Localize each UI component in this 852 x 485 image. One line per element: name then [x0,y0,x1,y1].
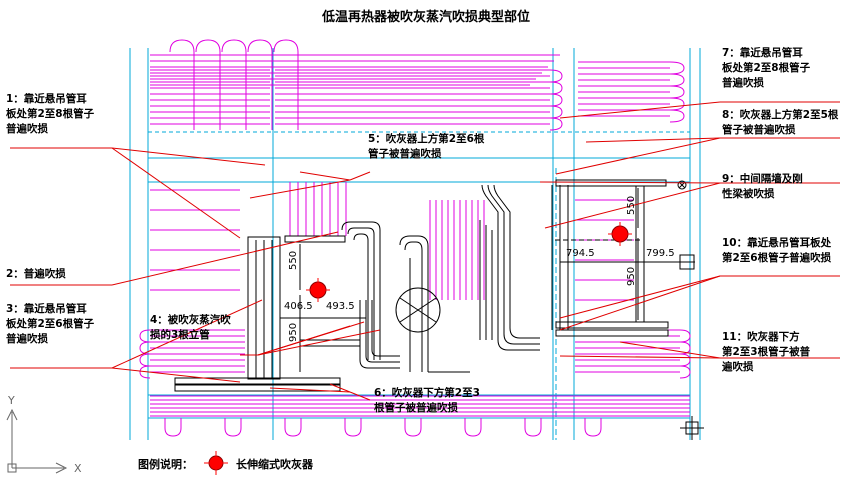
tube-loop [549,81,563,95]
tube-bank [139,39,691,437]
tube-loop [679,329,691,343]
tube-loop [679,365,691,379]
tube-loop [669,73,685,87]
tube-loop [549,117,563,131]
dim-right-550: 550 [626,196,637,215]
note-3: 3：靠近悬吊管耳板处第2至6根管子普遍吹损 [6,303,95,345]
tube-loop [524,418,542,437]
legend-label: 长伸缩式吹灰器 [236,458,313,471]
dim-left-493: 493.5 [326,301,355,312]
tube-loop [584,418,602,437]
tube-loop [195,39,221,130]
grid-lines [129,48,701,440]
tube-loop [139,365,151,379]
tube-loop [273,39,299,130]
tube-loop [679,353,691,367]
note-1: 1：靠近悬吊管耳板处第2至8根管子普遍吹损 [6,93,95,135]
axis-y-label: Y [7,394,15,407]
tube-loop [549,69,563,83]
tube-loop [247,39,273,130]
dim-right-950: 950 [626,267,637,286]
dim-right-794: 794.5 [566,248,595,259]
dim-right-799: 799.5 [646,248,675,259]
tube-loop [344,418,362,437]
page-title: 低温再热器被吹灰蒸汽吹损典型部位 [321,10,530,25]
tube-loop [549,93,563,107]
dim-left-550: 550 [288,251,299,270]
dim-left-406: 406.5 [284,301,313,312]
tube-loop [549,105,563,119]
note-7: 7：靠近悬吊管耳板处第2至8根管子普遍吹损 [722,47,811,89]
tube-loop [284,418,302,437]
note-8: 8：吹灰器上方第2至5根管子被普遍吹损 [722,109,839,136]
tube-loop [464,418,482,437]
tube-loop [679,341,691,355]
tube-loop [164,418,182,437]
dim-left-950: 950 [288,323,299,342]
tube-loop [669,85,685,99]
tube-loop [404,418,422,437]
tube-loop [669,61,685,75]
tube-loop [139,353,151,367]
note-10: 10：靠近悬吊管耳板处第2至6根管子普遍吹损 [722,237,832,264]
tube-loop [139,329,151,343]
tube-loop [221,39,247,130]
ucs-axis-icon [6,408,68,474]
tube-loop [669,97,685,111]
note-4: 4：被吹灰蒸汽吹损的3根立管 [150,314,231,341]
axis-x-label: X [74,462,82,475]
note-11: 11：吹灰器下方第2至3根管子被普遍吹损 [722,331,811,373]
legend-prefix: 图例说明： [138,458,193,471]
tube-loop [169,39,195,130]
note-5: 5：吹灰器上方第2至6根管子被普遍吹损 [368,133,485,160]
legend-blower-icon [204,451,228,475]
note-2: 2：普遍吹损 [6,268,66,280]
note-9: 9：中间隔墙及刚性梁被吹损 [722,173,803,200]
tube-loop [669,109,685,123]
soot-blowers [306,222,632,302]
leader-lines [10,101,840,401]
tube-loop [224,418,242,437]
